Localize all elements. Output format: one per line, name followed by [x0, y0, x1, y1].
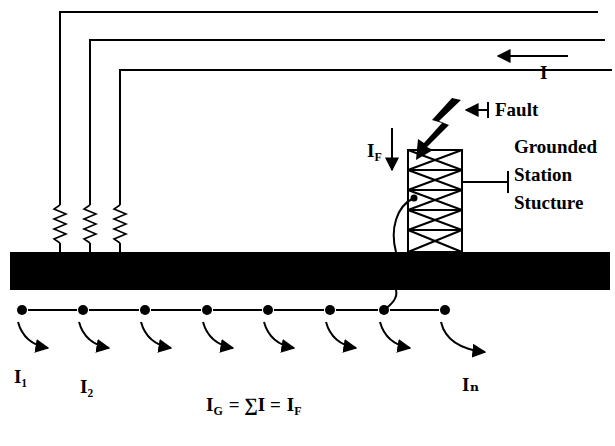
fault-arrow	[466, 109, 488, 111]
current-arrow	[441, 322, 485, 352]
subscript: F	[374, 150, 381, 164]
grid-conductor	[325, 305, 335, 315]
leader-line	[463, 181, 508, 183]
grid-link	[213, 309, 262, 311]
current-arrow	[18, 322, 48, 348]
grid-link	[390, 309, 439, 311]
subscript: G	[213, 404, 222, 418]
label: Fault	[495, 99, 538, 121]
grid-conductor	[140, 305, 150, 315]
grid-conductor	[202, 305, 212, 315]
current-arrow	[326, 322, 356, 348]
structure-label: Grounded Station Stucture	[514, 133, 596, 217]
fault-current-arrow	[391, 128, 393, 170]
current-arrow	[264, 322, 294, 348]
grid-link	[336, 309, 378, 311]
grid-link	[151, 309, 201, 311]
grid-link	[28, 309, 77, 311]
label: I₁	[14, 366, 27, 388]
ground-grid	[17, 305, 485, 352]
current-arrow	[141, 322, 171, 348]
label: I	[367, 140, 374, 162]
current-arrow	[203, 322, 233, 348]
label: I	[206, 394, 213, 416]
label: I	[287, 394, 294, 416]
grid-conductor	[379, 305, 389, 315]
grid-conductor	[440, 305, 450, 315]
fault-tick	[487, 102, 489, 118]
leader-tick	[507, 171, 509, 193]
grid-conductor	[17, 305, 27, 315]
grid-link	[89, 309, 139, 311]
current-arrow	[380, 322, 410, 348]
grid-conductor	[263, 305, 273, 315]
label: I₂	[80, 376, 93, 398]
grid-conductor	[78, 305, 88, 315]
label: I	[540, 62, 547, 84]
label: Iₙ	[462, 374, 479, 396]
station-structure	[408, 150, 462, 252]
ground-wire	[394, 198, 414, 252]
current-arrow	[498, 55, 568, 57]
grid-link	[274, 309, 324, 311]
ground-slab	[10, 252, 610, 290]
subscript: F	[294, 404, 301, 418]
current-arrow	[79, 322, 109, 348]
label: = ∑I =	[229, 394, 281, 416]
